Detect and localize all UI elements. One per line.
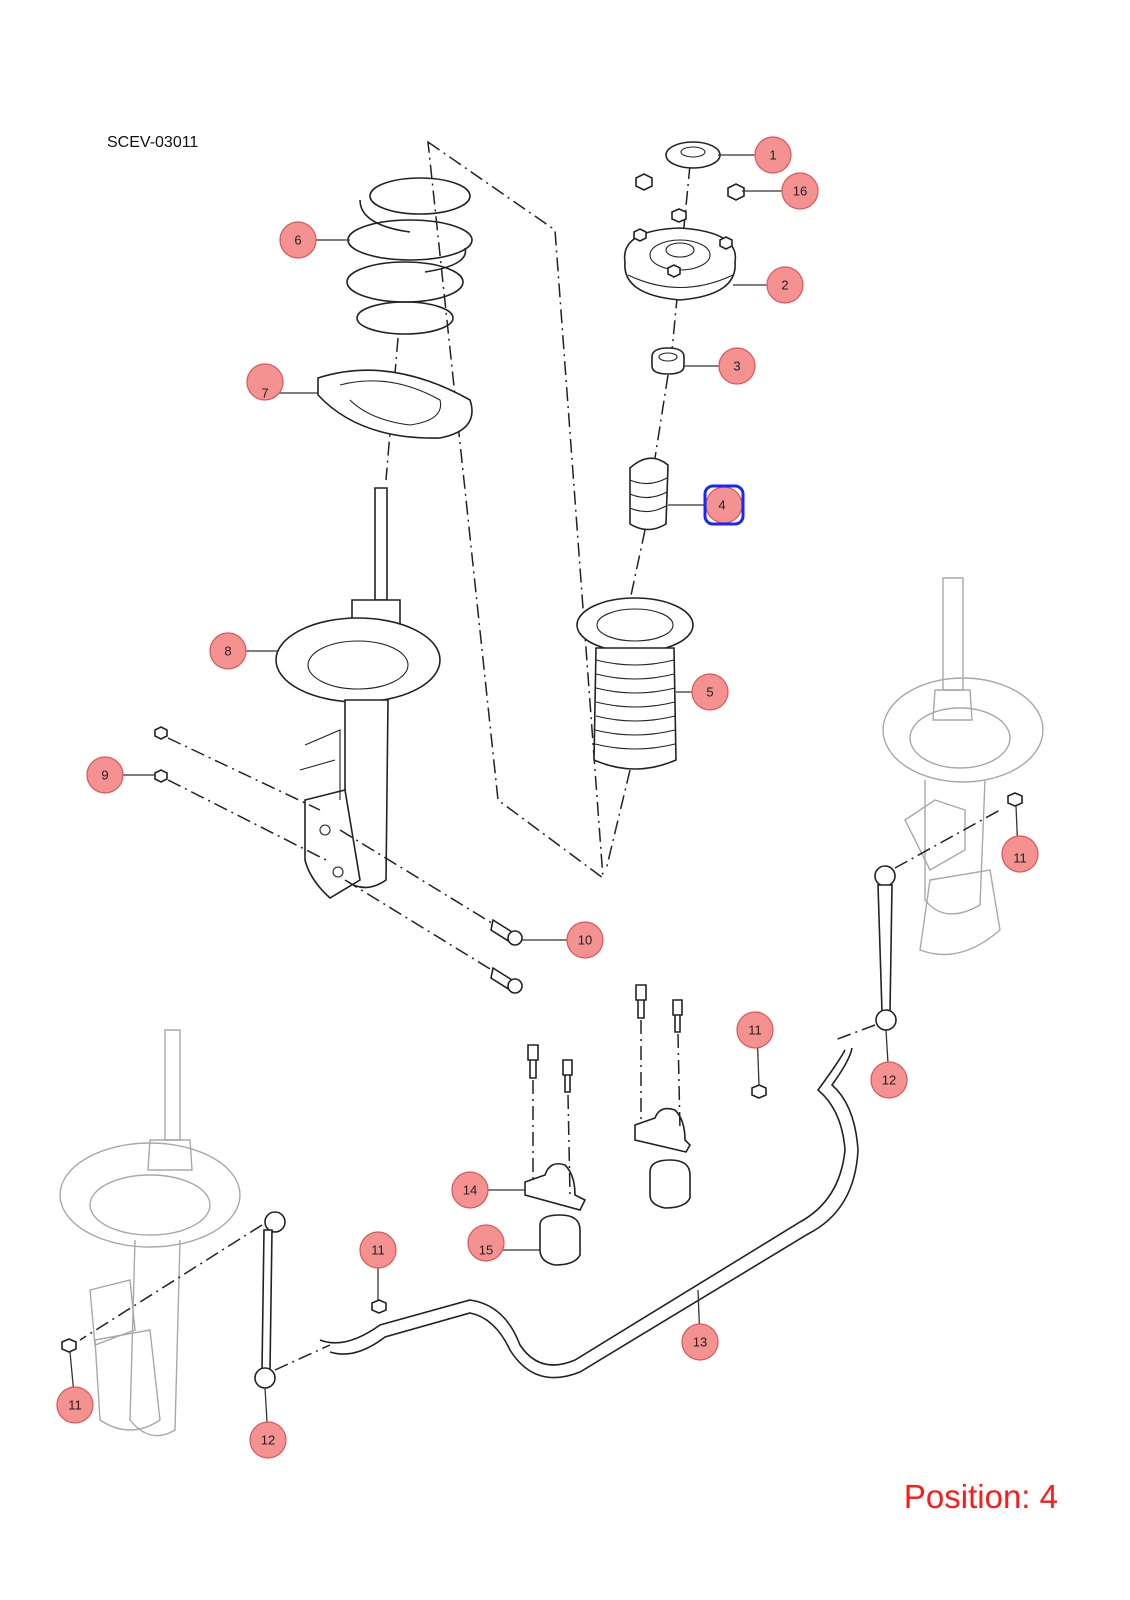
svg-text:14: 14 — [463, 1183, 477, 1198]
svg-text:11: 11 — [1013, 851, 1027, 866]
callout-8[interactable]: 8 — [209, 632, 278, 670]
bump-stop — [629, 457, 669, 531]
mount-nuts — [635, 173, 745, 223]
callout-15[interactable]: 15 — [467, 1224, 540, 1262]
callout-16[interactable]: 16 — [742, 172, 819, 210]
svg-text:1: 1 — [769, 148, 776, 163]
top-mount — [623, 227, 737, 301]
bar-bushings — [524, 1107, 691, 1266]
clamp-bolts — [527, 984, 683, 1196]
svg-text:12: 12 — [261, 1433, 275, 1448]
callout-1[interactable]: 1 — [718, 136, 792, 174]
svg-text:6: 6 — [294, 233, 301, 248]
knuckle-nuts — [154, 726, 496, 973]
dust-boot — [576, 597, 694, 770]
svg-text:3: 3 — [733, 359, 740, 374]
svg-text:16: 16 — [793, 184, 807, 199]
right-strut-ghost — [882, 577, 1044, 956]
callout-5[interactable]: 5 — [676, 673, 729, 711]
callout-11-lower-left[interactable]: 11 — [56, 1351, 94, 1424]
svg-text:12: 12 — [882, 1073, 896, 1088]
svg-text:13: 13 — [693, 1335, 707, 1350]
callout-11-left-bar[interactable]: 11 — [359, 1231, 397, 1300]
callout-10[interactable]: 10 — [522, 921, 604, 959]
highlight-box — [703, 484, 745, 526]
svg-text:11: 11 — [371, 1243, 385, 1258]
callout-9[interactable]: 9 — [86, 756, 155, 794]
knuckle-bolts — [490, 918, 523, 994]
callout-12-left[interactable]: 12 — [249, 1387, 287, 1459]
svg-text:5: 5 — [706, 685, 713, 700]
svg-text:8: 8 — [224, 644, 231, 659]
callout-13[interactable]: 13 — [681, 1289, 719, 1361]
left-strut-ghost — [59, 1029, 241, 1437]
spring-seat — [317, 369, 473, 439]
position-label: Position: 4 — [903, 1478, 1058, 1515]
callout-12-right[interactable]: 12 — [870, 1029, 908, 1099]
callout-2[interactable]: 2 — [733, 266, 804, 304]
svg-text:2: 2 — [781, 278, 788, 293]
coil-spring — [346, 177, 473, 335]
callouts: 1 16 2 3 4 5 — [56, 136, 1039, 1459]
svg-text:9: 9 — [101, 768, 108, 783]
dust-cap — [665, 141, 721, 169]
callout-11-right-bar[interactable]: 11 — [736, 1011, 774, 1086]
right-stabilizer-link — [751, 792, 1023, 1099]
left-stabilizer-link — [61, 1211, 387, 1389]
callout-6[interactable]: 6 — [279, 221, 350, 259]
callout-3[interactable]: 3 — [684, 347, 756, 385]
diagram-code: SCEV-03011 — [107, 134, 199, 151]
strut-assembly — [275, 487, 441, 899]
svg-text:7: 7 — [261, 386, 268, 401]
svg-text:4: 4 — [718, 498, 725, 513]
svg-text:11: 11 — [748, 1023, 762, 1038]
svg-text:11: 11 — [68, 1398, 82, 1413]
svg-text:15: 15 — [479, 1243, 493, 1258]
strut-bearing — [651, 347, 685, 375]
stabilizer-bar — [319, 1047, 859, 1379]
callout-11-right-strut[interactable]: 11 — [1001, 805, 1039, 873]
callout-7[interactable]: 7 — [246, 363, 318, 401]
callout-14[interactable]: 14 — [451, 1171, 525, 1209]
svg-text:10: 10 — [578, 933, 592, 948]
callout-4[interactable]: 4 — [668, 484, 745, 526]
